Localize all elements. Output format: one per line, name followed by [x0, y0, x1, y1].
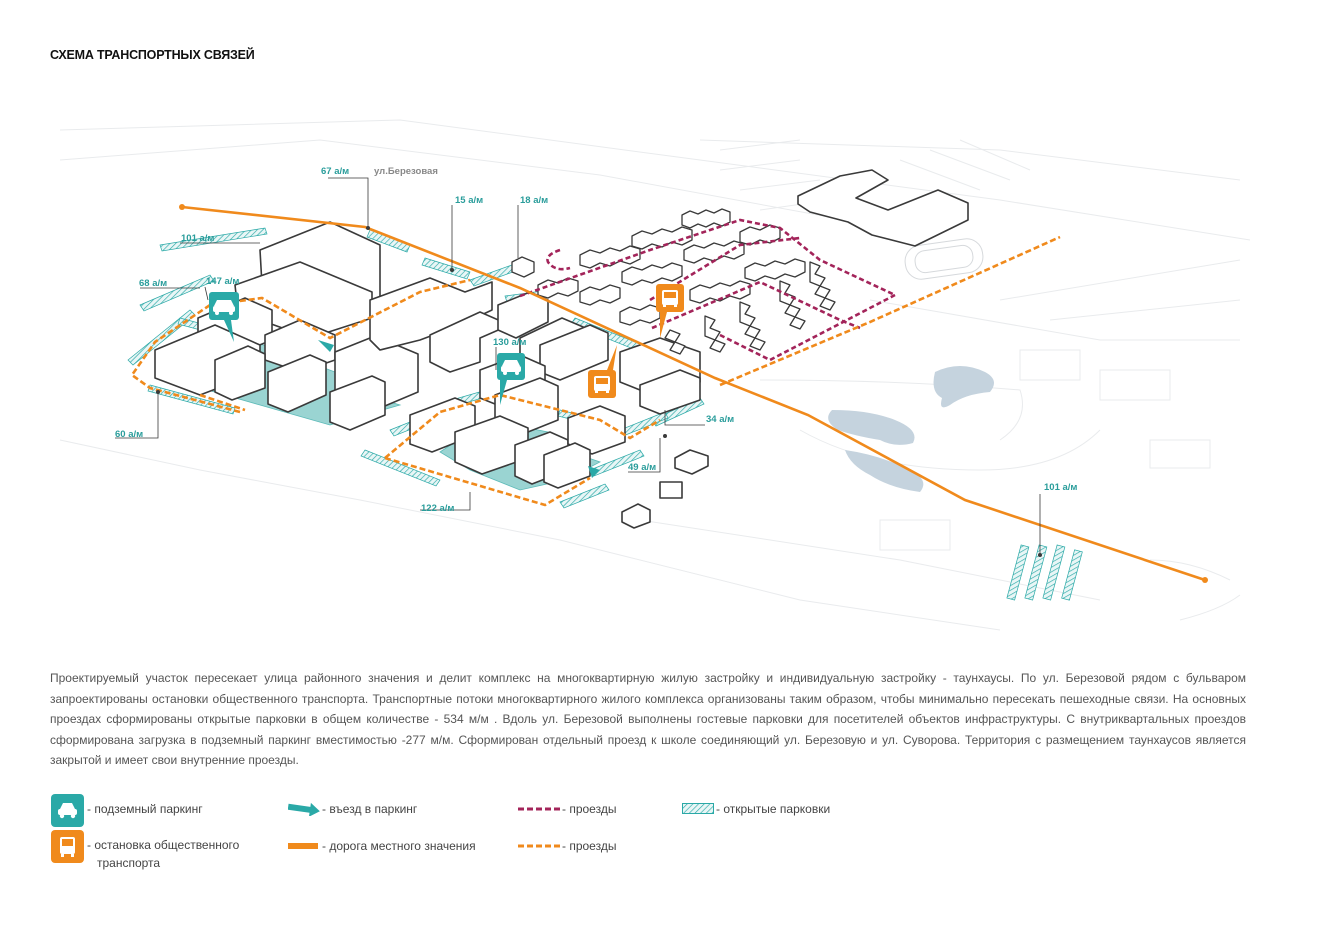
parking-count-label: 122 а/м — [421, 503, 455, 514]
bus-icon — [594, 376, 610, 393]
description-text: Проектируемый участок пересекает улица р… — [50, 671, 1246, 768]
parking-count-label: 60 а/м — [115, 429, 144, 440]
underground-parking-marker — [209, 292, 239, 342]
legend-underground-parking-label: - подземный паркинг — [87, 802, 203, 816]
pond — [828, 366, 994, 492]
legend-bus-stop-swatch — [51, 830, 84, 863]
parking-count-label: 18 а/м — [520, 195, 549, 206]
legend-purple-driveways-swatch — [518, 807, 560, 811]
legend-underground-parking-swatch — [51, 794, 84, 827]
car-icon — [58, 803, 77, 819]
parking-count-label: 101 а/м — [181, 233, 215, 244]
bus-stop-marker — [656, 284, 684, 338]
parking-count-label: 49 а/м — [628, 462, 657, 473]
parking-count-label: 101 а/м — [1044, 482, 1078, 493]
legend-orange-driveways-label: - проезды — [562, 839, 617, 853]
legend-bus-stop-label-cont: транспорта — [97, 856, 161, 870]
page-title: СХЕМА ТРАНСПОРТНЫХ СВЯЗЕЙ — [50, 48, 255, 62]
parking-count-label: 34 а/м — [706, 414, 735, 425]
legend-local-road-label: - дорога местного значения — [322, 839, 476, 853]
car-icon — [213, 300, 235, 315]
parking-count-label: 130 а/м — [493, 337, 527, 348]
arrow-icon — [588, 466, 600, 478]
legend-purple-driveways-label: - проезды — [562, 802, 617, 816]
bus-icon — [60, 837, 75, 857]
legend-open-parking-label: - открытые парковки — [716, 802, 831, 816]
site-plan — [59, 119, 1251, 631]
label-leaders — [115, 177, 1041, 555]
buildings — [154, 169, 969, 529]
legend-local-road-swatch — [288, 843, 318, 849]
legend-orange-driveways-swatch — [518, 844, 560, 848]
legend-bus-stop-label: - остановка общественного — [87, 838, 240, 852]
parking-count-label: 15 а/м — [455, 195, 484, 206]
car-icon — [501, 360, 521, 375]
local-road — [181, 205, 1206, 582]
legend-parking-entry-label: - въезд в паркинг — [322, 802, 418, 816]
parking-count-label: 68 а/м — [139, 278, 168, 289]
sports-field — [904, 238, 984, 280]
parking-entry-arrows — [318, 340, 600, 478]
parking-count-label: 67 а/м — [321, 166, 350, 177]
street-label: ул.Березовая — [374, 166, 438, 177]
arrow-icon — [288, 802, 320, 816]
bus-stop-marker — [588, 345, 617, 398]
parking-count-label: 147 а/м — [206, 276, 240, 287]
arrow-icon — [318, 340, 334, 352]
townhouses — [511, 208, 836, 355]
legend-open-parking-swatch — [682, 803, 714, 814]
underground-parking-marker — [497, 353, 525, 405]
bus-icon — [662, 290, 678, 307]
purple-driveways — [519, 218, 896, 362]
label-dots — [156, 226, 1042, 557]
